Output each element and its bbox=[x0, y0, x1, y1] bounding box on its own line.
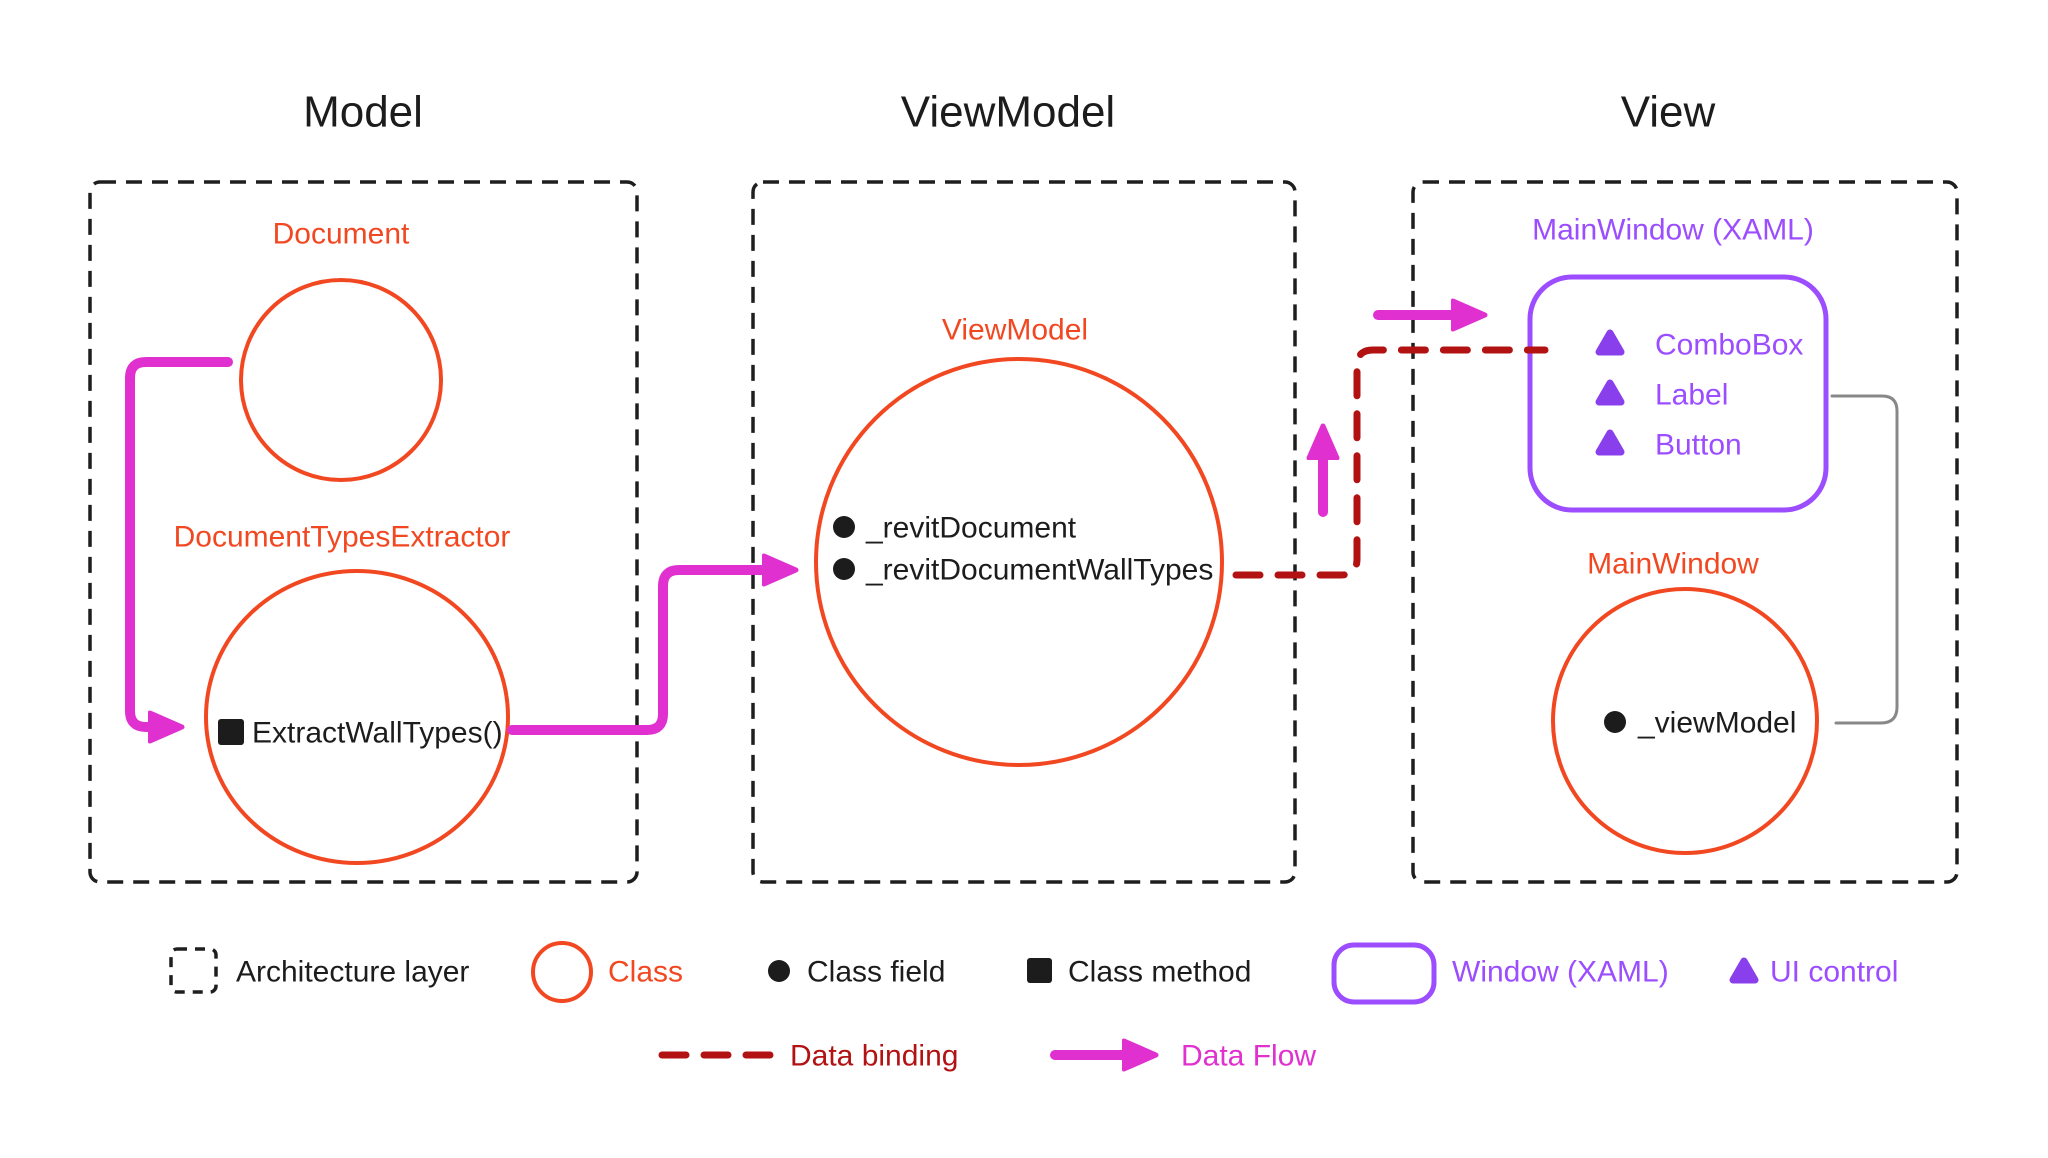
legend-class-field-icon bbox=[768, 960, 790, 982]
data-binding-connector bbox=[1232, 346, 1549, 579]
legend-class-method-icon bbox=[1027, 958, 1052, 983]
legend-ui-control-icon bbox=[1729, 957, 1759, 984]
view-layer-title: View bbox=[1621, 88, 1716, 137]
view-layer-box bbox=[1411, 180, 1959, 884]
legend-architecture-layer-icon bbox=[169, 947, 218, 994]
viewmodel-field-label: _viewModel bbox=[1637, 707, 1796, 740]
legend-data-binding-label: Data binding bbox=[790, 1040, 958, 1073]
legend-class-field-label: Class field bbox=[807, 956, 945, 989]
extract-wall-types-method-label: ExtractWallTypes() bbox=[252, 717, 503, 750]
document-class-circle bbox=[239, 278, 443, 482]
extractor-class-circle bbox=[204, 569, 510, 865]
revit-document-walltypes-field-label: _revitDocumentWallTypes bbox=[865, 554, 1213, 587]
data-flow-arrow-document-to-extractor bbox=[125, 357, 233, 727]
viewmodel-class-circle bbox=[814, 357, 1224, 767]
data-flow-arrow-model-to-viewmodel bbox=[507, 570, 766, 735]
button-control-label: Button bbox=[1655, 429, 1742, 462]
class-field-bullet-icon bbox=[1604, 711, 1626, 733]
model-layer-box bbox=[88, 180, 639, 884]
xaml-window-box bbox=[1527, 274, 1829, 513]
viewmodel-layer-title: ViewModel bbox=[901, 88, 1115, 137]
mainwindow-class-label: MainWindow bbox=[1587, 548, 1759, 581]
combobox-control-label: ComboBox bbox=[1655, 329, 1803, 362]
revit-document-field-label: _revitDocument bbox=[865, 512, 1077, 545]
ui-control-triangle-icon bbox=[1595, 379, 1625, 406]
legend-window-xaml-icon bbox=[1331, 942, 1437, 1005]
viewmodel-reference-connector bbox=[1830, 394, 1899, 725]
ui-control-triangle-icon bbox=[1595, 329, 1625, 356]
legend-class-label: Class bbox=[608, 956, 683, 989]
document-class-label: Document bbox=[273, 218, 410, 251]
viewmodel-layer-box bbox=[751, 180, 1297, 884]
class-field-bullet-icon bbox=[833, 558, 855, 580]
legend-class-method-label: Class method bbox=[1068, 956, 1251, 989]
label-control-label: Label bbox=[1655, 379, 1728, 412]
viewmodel-class-label: ViewModel bbox=[942, 314, 1088, 347]
legend-architecture-layer-label: Architecture layer bbox=[236, 956, 469, 989]
ui-control-triangle-icon bbox=[1595, 429, 1625, 456]
class-method-square-icon bbox=[218, 719, 244, 745]
mainwindow-class-circle bbox=[1551, 587, 1819, 855]
model-layer-title: Model bbox=[303, 88, 423, 137]
legend-data-flow-label: Data Flow bbox=[1181, 1040, 1316, 1073]
class-field-bullet-icon bbox=[833, 516, 855, 538]
extractor-class-label: DocumentTypesExtractor bbox=[174, 521, 511, 554]
legend-window-xaml-label: Window (XAML) bbox=[1452, 956, 1669, 989]
legend-ui-control-label: UI control bbox=[1770, 956, 1898, 989]
xaml-window-label: MainWindow (XAML) bbox=[1532, 214, 1814, 247]
legend-class-icon bbox=[531, 941, 593, 1003]
